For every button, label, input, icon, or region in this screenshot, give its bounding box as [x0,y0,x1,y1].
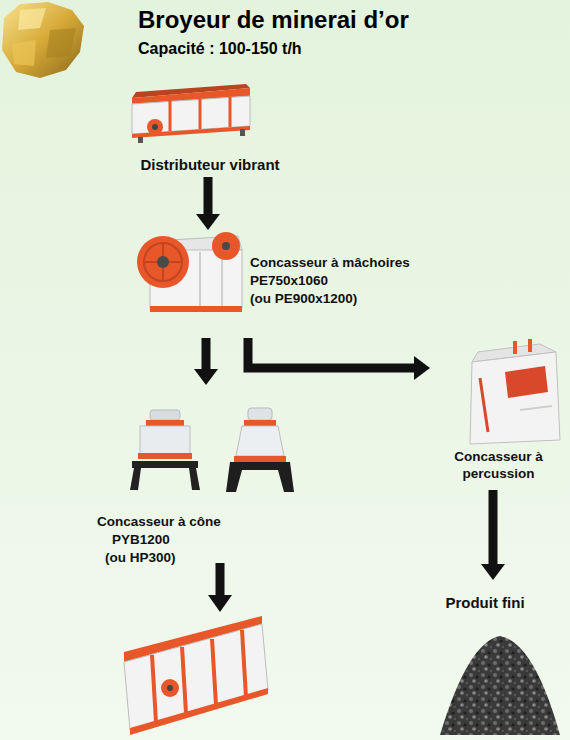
cone-band [234,456,286,462]
cone-band [138,453,192,459]
feeder-motor-hub [152,124,158,130]
feeder-rib [229,97,232,127]
cone-body [236,426,284,456]
feeder-leg [240,129,245,136]
screen-motor [161,679,179,697]
node-label: Distributeur vibrant [120,156,300,173]
impact-body [470,352,560,444]
feeder-rib [169,101,172,131]
cone-cap [150,410,180,420]
impact-post [528,339,532,352]
jaw-crusher-node: Concasseur à mâchoiresPE750x1060(ou PE90… [135,230,435,338]
jaw-flywheel-ring [144,243,182,281]
jaw-flywheel [137,236,189,288]
jaw-rib [221,252,223,306]
flow-arrow [202,338,211,369]
jaw-wheel [212,232,240,260]
nugget-facet [18,8,46,30]
flow-arrow-shaft [216,563,225,596]
screen-rib [152,655,156,722]
cone-body [140,426,190,454]
flow-arrow [489,490,498,564]
node-label: Concasseur à mâchoires [250,254,410,271]
node-label: Produit fini [420,594,550,611]
gold-nugget [2,2,84,78]
node-label: (ou PE900x1200) [250,290,357,307]
cone-leg [189,468,200,490]
screen-rib [212,639,216,705]
node-label: (ou HP300) [105,549,176,566]
impact-plate [505,366,548,398]
screen-rib [242,630,246,697]
cone-crusher-node: Concasseur à cônePYB1200(ou HP300) [90,385,300,580]
impact-crusher-node: Concasseur à percussion [430,340,570,490]
screen-rib [182,647,186,713]
impact-bar [480,378,488,432]
jaw-wheel-hub [222,242,230,250]
cone-stand [132,461,198,468]
node-label: PYB1200 [112,531,170,548]
nugget-facet [12,40,36,66]
feeder-node: Distributeur vibrant [120,82,300,177]
cone-leg [130,468,141,490]
diagram-title: Broyeur de minerai d’or [138,6,409,34]
jaw-hub [157,256,169,268]
feeder-leg [138,137,143,143]
product-node: Produit fini [420,580,550,738]
cone-band [244,420,276,426]
jaw-rib [199,252,201,306]
flow-arrow [204,177,213,214]
impact-post [513,341,517,354]
flow-arrow [248,338,414,368]
impact-seam [520,406,552,410]
node-label: Concasseur à percussion [446,448,551,482]
nugget-facet [46,28,76,58]
feeder-motor [147,119,163,135]
capacity-label: Capacité : 100-150 t/h [138,40,302,58]
screen-motor-hub [167,685,173,691]
screen-rail [130,688,268,735]
gravel-pile [440,636,560,735]
cone-frame [226,462,294,492]
feeder-rib [199,99,202,129]
cone-band [146,420,184,426]
flow-arrow-head [208,595,232,612]
node-label: PE750x1060 [250,272,328,289]
node-label: Concasseur à cône [97,513,221,530]
jaw-base [150,306,242,312]
cone-cap [248,408,272,420]
